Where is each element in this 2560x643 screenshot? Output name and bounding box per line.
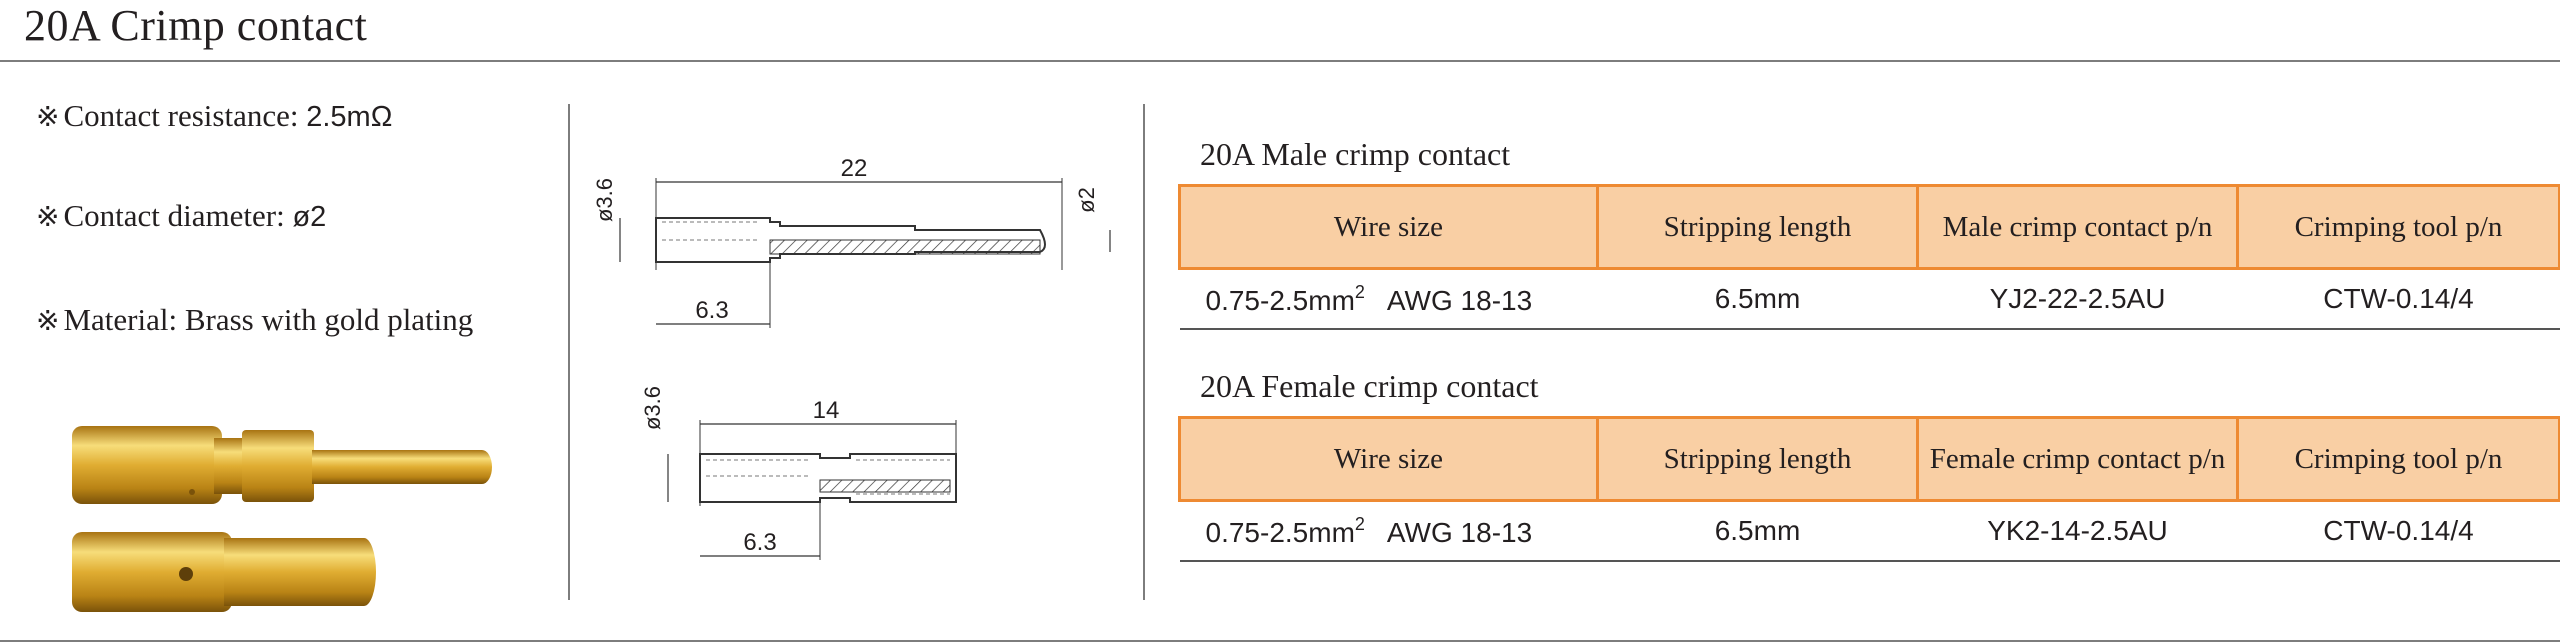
col-contact-pn: Female crimp contact p/n xyxy=(1916,416,2239,502)
col-wire-size: Wire size xyxy=(1178,184,1599,270)
male-contact-image xyxy=(72,426,492,504)
col-stripping-length: Stripping length xyxy=(1596,416,1919,502)
col-wire-size: Wire size xyxy=(1178,416,1599,502)
col-stripping-length: Stripping length xyxy=(1596,184,1919,270)
dim-diameter: ø3.6 xyxy=(592,178,617,222)
dim-length: 22 xyxy=(841,155,868,182)
table-header-row: Wire size Stripping length Female crimp … xyxy=(1178,416,2560,502)
page-title: 20A Crimp contact xyxy=(24,1,368,50)
dim-diameter: ø3.6 xyxy=(640,386,665,430)
dim-crimp: 6.3 xyxy=(743,529,776,556)
male-contact-table: Wire size Stripping length Male crimp co… xyxy=(1178,184,2560,330)
contact-photo xyxy=(72,426,492,612)
middle-column-divider xyxy=(1143,104,1145,600)
female-contact-table: Wire size Stripping length Female crimp … xyxy=(1178,416,2560,562)
cell-contact-pn: YJ2-22-2.5AU xyxy=(1917,268,2238,330)
female-table-title: 20A Female crimp contact xyxy=(1200,368,1539,404)
cell-crimping-tool: CTW-0.14/4 xyxy=(2237,500,2560,562)
cell-stripping-length: 6.5mm xyxy=(1597,268,1918,330)
bottom-divider xyxy=(0,640,2560,642)
spec-contact-resistance: ※Contact resistance: 2.5mΩ xyxy=(36,98,392,135)
spec-bullet: ※ xyxy=(36,304,60,337)
title-divider xyxy=(0,60,2560,62)
col-crimping-tool: Crimping tool p/n xyxy=(2236,416,2560,502)
female-contact-drawing: 14 ø3.6 6.3 xyxy=(640,386,957,560)
cell-crimping-tool: CTW-0.14/4 xyxy=(2237,268,2560,330)
dim-tip: ø2 xyxy=(1074,187,1099,213)
cell-stripping-length: 6.5mm xyxy=(1597,500,1918,562)
table-header-row: Wire size Stripping length Male crimp co… xyxy=(1178,184,2560,270)
female-contact-image xyxy=(72,532,376,612)
male-contact-drawing: 22 ø3.6 ø2 6.3 xyxy=(592,155,1111,328)
spec-bullet: ※ xyxy=(36,100,60,133)
cell-contact-pn: YK2-14-2.5AU xyxy=(1917,500,2238,562)
spec-label: Material: Brass with gold plating xyxy=(63,302,474,337)
spec-label: Contact diameter: xyxy=(63,198,293,233)
spec-material: ※Material: Brass with gold plating xyxy=(36,302,473,339)
col-crimping-tool: Crimping tool p/n xyxy=(2236,184,2560,270)
spec-value: 2.5mΩ xyxy=(306,101,393,133)
spec-label: Contact resistance: xyxy=(63,98,307,133)
dim-crimp: 6.3 xyxy=(695,297,728,324)
dim-length: 14 xyxy=(813,397,840,424)
spec-contact-diameter: ※Contact diameter: ø2 xyxy=(36,198,326,235)
left-column-divider xyxy=(568,104,570,600)
col-contact-pn: Male crimp contact p/n xyxy=(1916,184,2239,270)
spec-bullet: ※ xyxy=(36,200,60,233)
spec-value: ø2 xyxy=(292,201,327,233)
male-table-title: 20A Male crimp contact xyxy=(1200,136,1511,172)
